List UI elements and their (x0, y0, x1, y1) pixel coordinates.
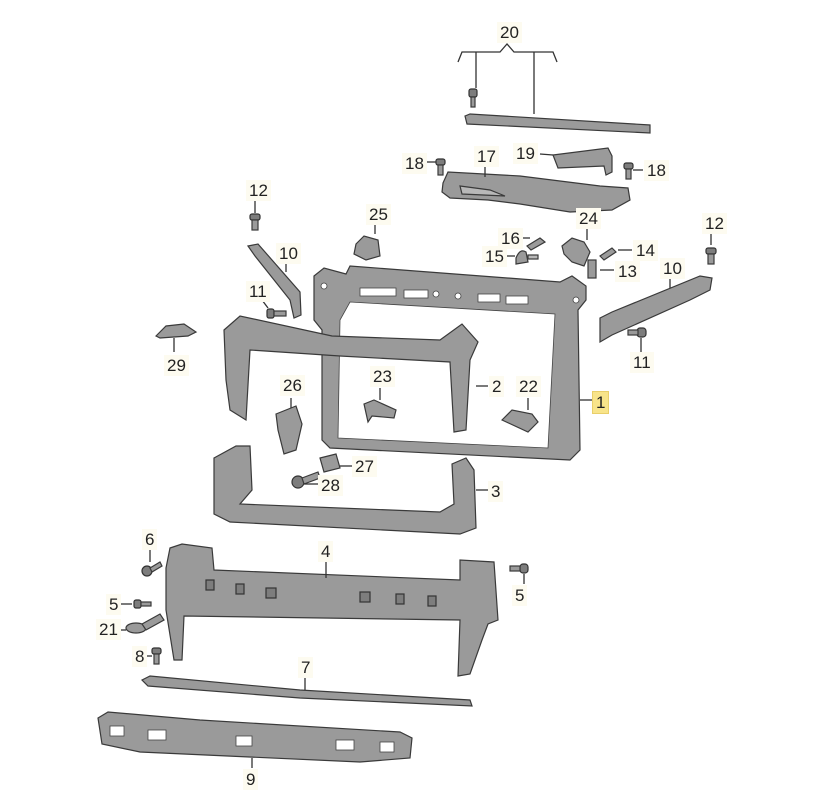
callout-4[interactable]: 4 (318, 541, 334, 562)
bracket-23 (363, 388, 397, 424)
callout-7[interactable]: 7 (298, 657, 314, 678)
bolt-18-left (426, 158, 446, 176)
bolt-11-left (261, 299, 287, 319)
clip-13 (587, 259, 614, 279)
cross-member-2 (223, 315, 488, 433)
bolt-28 (291, 471, 321, 489)
bolt-18-right (623, 162, 643, 180)
callout-15[interactable]: 15 (482, 246, 507, 267)
part-19-cover (539, 147, 613, 176)
callout-2[interactable]: 2 (489, 376, 505, 397)
absorber-9 (97, 711, 413, 768)
callout-26[interactable]: 26 (280, 375, 305, 396)
callout-11-left[interactable]: 11 (246, 281, 270, 302)
callout-29[interactable]: 29 (164, 355, 189, 376)
pin-15 (503, 250, 539, 265)
callout-11-right[interactable]: 11 (630, 352, 654, 373)
clip-25 (353, 224, 381, 261)
clip-24 (561, 228, 591, 267)
bracket-22 (500, 398, 539, 433)
callout-12-left[interactable]: 12 (246, 180, 271, 201)
callout-5-right[interactable]: 5 (512, 585, 528, 606)
callout-23[interactable]: 23 (370, 366, 395, 387)
callout-5-left[interactable]: 5 (106, 594, 122, 615)
callout-9[interactable]: 9 (243, 769, 259, 790)
callout-17[interactable]: 17 (474, 146, 499, 167)
part-20-strip (457, 43, 651, 134)
callout-25[interactable]: 25 (366, 204, 391, 225)
bolt-11-right (627, 327, 647, 352)
strip-7 (140, 675, 473, 707)
bolt-8 (146, 647, 162, 665)
callout-6[interactable]: 6 (142, 529, 158, 550)
bolt-16 (520, 237, 547, 251)
towing-eye-21 (118, 613, 165, 634)
callout-1-highlighted[interactable]: 1 (592, 391, 610, 414)
callout-12-right[interactable]: 12 (702, 213, 727, 234)
callout-16[interactable]: 16 (498, 228, 523, 249)
callout-10-right[interactable]: 10 (660, 258, 685, 279)
trim-29 (154, 323, 198, 352)
callout-18-right[interactable]: 18 (644, 160, 669, 181)
bolt-5-left (120, 599, 152, 609)
callout-3[interactable]: 3 (488, 481, 504, 502)
bolt-5-right (509, 563, 529, 584)
bracket-10-right (599, 275, 713, 344)
callout-14[interactable]: 14 (633, 240, 658, 261)
air-deflector-3 (213, 445, 488, 535)
crash-beam-4 (165, 543, 499, 677)
callout-18-left[interactable]: 18 (402, 153, 427, 174)
callout-22[interactable]: 22 (516, 376, 541, 397)
callout-20[interactable]: 20 (497, 22, 522, 43)
bolt-12-right (705, 233, 717, 265)
callout-28[interactable]: 28 (318, 475, 343, 496)
callout-8[interactable]: 8 (132, 646, 148, 667)
callout-24[interactable]: 24 (576, 208, 601, 229)
bolt-6 (141, 549, 163, 577)
bushing-27 (319, 453, 352, 473)
callout-21[interactable]: 21 (96, 619, 121, 640)
callout-27[interactable]: 27 (352, 456, 377, 477)
callout-13[interactable]: 13 (615, 261, 640, 282)
bolt-12-left (249, 200, 261, 231)
part-17-air-guide (441, 164, 631, 213)
bracket-26 (275, 398, 303, 455)
bolt-14 (599, 247, 632, 261)
callout-19[interactable]: 19 (513, 143, 538, 164)
callout-10-left[interactable]: 10 (276, 243, 301, 264)
